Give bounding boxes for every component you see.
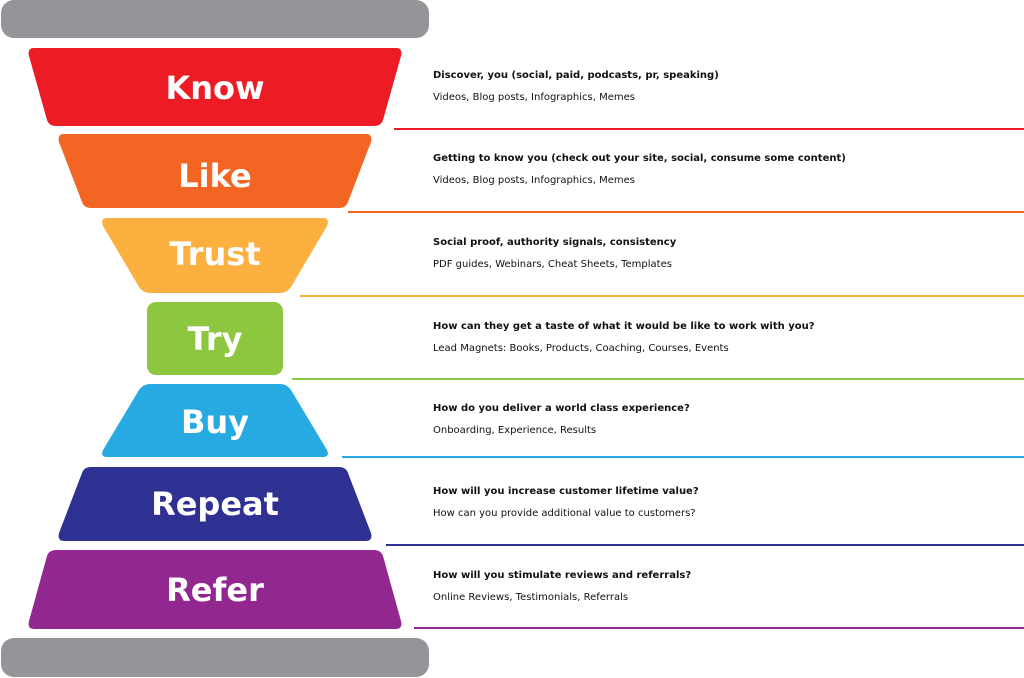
stage-buy-heading: How do you deliver a world class experie… xyxy=(433,403,690,414)
stage-buy-divider xyxy=(342,456,1024,458)
stage-trust-divider xyxy=(300,295,1024,297)
stage-buy-description: How do you deliver a world class experie… xyxy=(433,398,1023,442)
stage-try-shape xyxy=(147,302,283,375)
stage-repeat-shape xyxy=(58,467,372,541)
stage-trust-description: Social proof, authority signals, consist… xyxy=(433,232,1023,276)
stage-trust-label: Trust xyxy=(169,235,260,273)
stage-know-shape xyxy=(28,48,402,126)
stage-try-divider xyxy=(292,378,1024,380)
stage-know-description: Discover, you (social, paid, podcasts, p… xyxy=(433,65,1023,109)
stage-like-detail: Videos, Blog posts, Infographics, Memes xyxy=(433,175,635,186)
stage-refer-label: Refer xyxy=(166,571,264,609)
stage-know-heading: Discover, you (social, paid, podcasts, p… xyxy=(433,70,719,81)
stage-refer-divider xyxy=(414,627,1024,629)
stage-refer-shape xyxy=(28,550,402,629)
stage-trust-heading: Social proof, authority signals, consist… xyxy=(433,237,677,248)
stage-like-shape xyxy=(58,134,372,208)
stage-refer-description: How will you stimulate reviews and refer… xyxy=(433,565,1023,609)
stage-try-heading: How can they get a taste of what it woul… xyxy=(433,321,815,332)
stage-buy-shape xyxy=(102,384,328,457)
stage-try-label: Try xyxy=(188,320,243,358)
stage-try-detail: Lead Magnets: Books, Products, Coaching,… xyxy=(433,343,729,354)
stage-try-description: How can they get a taste of what it woul… xyxy=(433,316,1023,360)
stage-buy-detail: Onboarding, Experience, Results xyxy=(433,425,597,436)
stage-repeat-description: How will you increase customer lifetime … xyxy=(433,481,1023,525)
bottom-cap xyxy=(1,638,429,677)
stage-like-heading: Getting to know you (check out your site… xyxy=(433,153,846,164)
stage-trust-detail: PDF guides, Webinars, Cheat Sheets, Temp… xyxy=(433,259,672,270)
stage-like-divider xyxy=(348,211,1024,213)
stage-know-divider xyxy=(394,128,1024,130)
stage-repeat-heading: How will you increase customer lifetime … xyxy=(433,486,699,497)
stage-like-description: Getting to know you (check out your site… xyxy=(433,148,1023,192)
stage-repeat-label: Repeat xyxy=(151,485,279,523)
stage-like-label: Like xyxy=(178,157,251,195)
stage-buy-label: Buy xyxy=(181,403,249,441)
stage-repeat-divider xyxy=(386,544,1024,546)
stage-know-label: Know xyxy=(165,69,264,107)
stage-know-detail: Videos, Blog posts, Infographics, Memes xyxy=(433,92,635,103)
stage-refer-heading: How will you stimulate reviews and refer… xyxy=(433,570,692,581)
stage-trust-shape xyxy=(102,218,328,293)
top-cap xyxy=(1,0,429,38)
stage-refer-detail: Online Reviews, Testimonials, Referrals xyxy=(433,592,629,603)
stage-repeat-detail: How can you provide additional value to … xyxy=(433,508,696,519)
